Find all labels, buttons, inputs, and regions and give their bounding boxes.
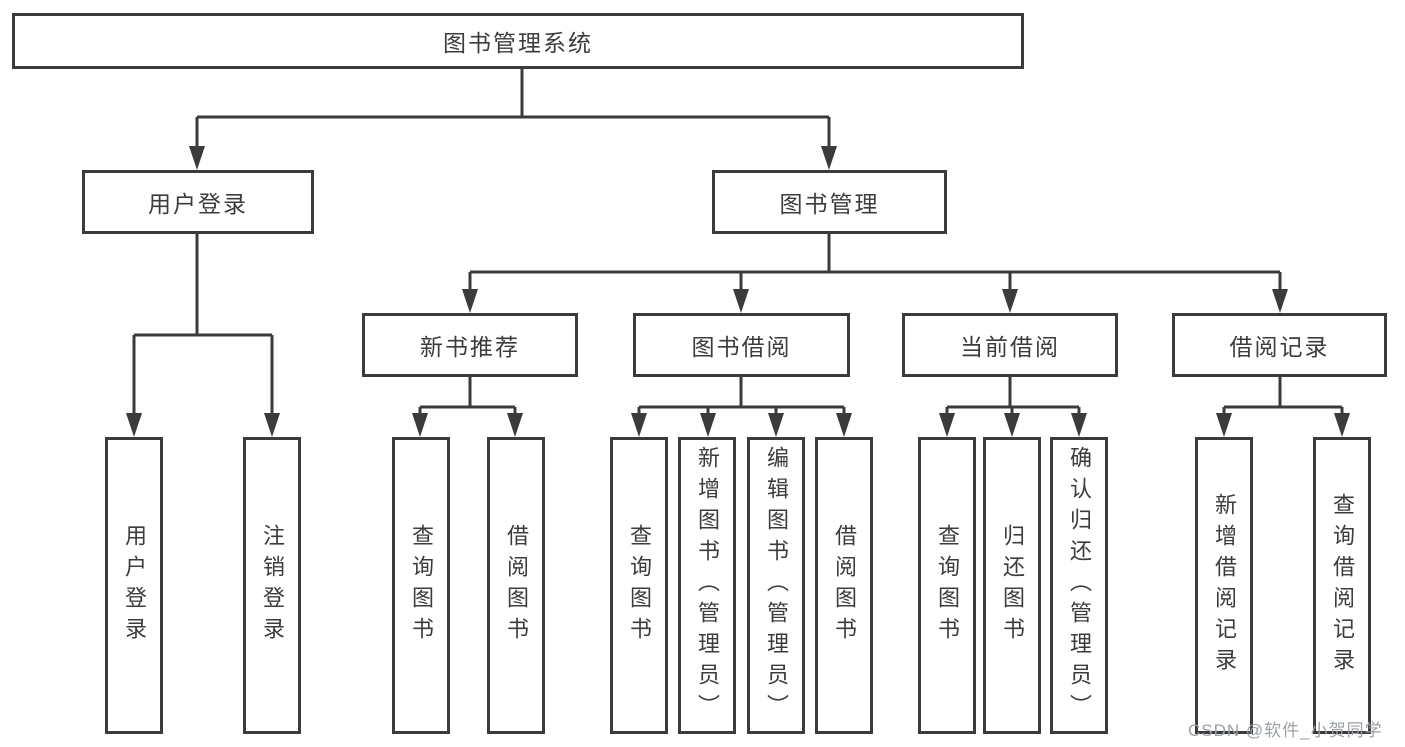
leaf-logout: 注销登录 <box>243 437 301 734</box>
node-label: 确认归还（管理员） <box>1067 446 1092 725</box>
node-label: 图书借阅 <box>691 334 792 360</box>
leaf-query-books-recommend: 查询图书 <box>392 437 450 734</box>
node-user-login: 用户登录 <box>82 170 314 234</box>
leaf-borrow-books: 借阅图书 <box>815 437 873 734</box>
leaf-query-books-current: 查询图书 <box>918 437 976 734</box>
leaf-query-books-borrowing: 查询图书 <box>610 437 668 734</box>
node-label: 查询图书 <box>935 523 960 648</box>
node-root-library-system: 图书管理系统 <box>12 13 1024 69</box>
node-label: 归还图书 <box>1000 523 1025 648</box>
node-book-borrowing: 图书借阅 <box>633 313 850 377</box>
node-label: 借阅记录 <box>1229 334 1330 360</box>
node-label: 用户登录 <box>122 523 147 648</box>
leaf-edit-books-admin: 编辑图书（管理员） <box>747 437 805 734</box>
node-label: 注销登录 <box>260 523 285 648</box>
leaf-return-books: 归还图书 <box>983 437 1041 734</box>
node-label: 新增图书（管理员） <box>695 446 720 725</box>
node-label: 查询图书 <box>409 523 434 648</box>
node-label: 用户登录 <box>148 191 248 217</box>
csdn-watermark: CSDN @软件_小贺同学 <box>1188 721 1383 740</box>
node-current-borrowing: 当前借阅 <box>902 313 1118 377</box>
node-label: 借阅图书 <box>832 523 857 648</box>
node-label: 查询借阅记录 <box>1330 492 1355 679</box>
node-label: 图书管理 <box>779 191 880 217</box>
node-label: 新增借阅记录 <box>1212 492 1237 679</box>
node-book-management: 图书管理 <box>712 170 947 234</box>
node-label: 新书推荐 <box>420 334 520 360</box>
node-label: 图书管理系统 <box>443 30 593 56</box>
leaf-add-books-admin: 新增图书（管理员） <box>678 437 736 734</box>
leaf-query-borrow-record: 查询借阅记录 <box>1313 437 1371 734</box>
leaf-user-login: 用户登录 <box>105 437 163 734</box>
node-label: 当前借阅 <box>960 334 1060 360</box>
node-label: 借阅图书 <box>504 523 529 648</box>
node-new-book-recommend: 新书推荐 <box>362 313 578 377</box>
node-label: 编辑图书（管理员） <box>764 446 789 725</box>
node-label: 查询图书 <box>627 523 652 648</box>
leaf-confirm-return-admin: 确认归还（管理员） <box>1050 437 1108 734</box>
leaf-borrow-books-recommend: 借阅图书 <box>487 437 545 734</box>
node-borrowing-records: 借阅记录 <box>1172 313 1387 377</box>
leaf-add-borrow-record: 新增借阅记录 <box>1195 437 1253 734</box>
